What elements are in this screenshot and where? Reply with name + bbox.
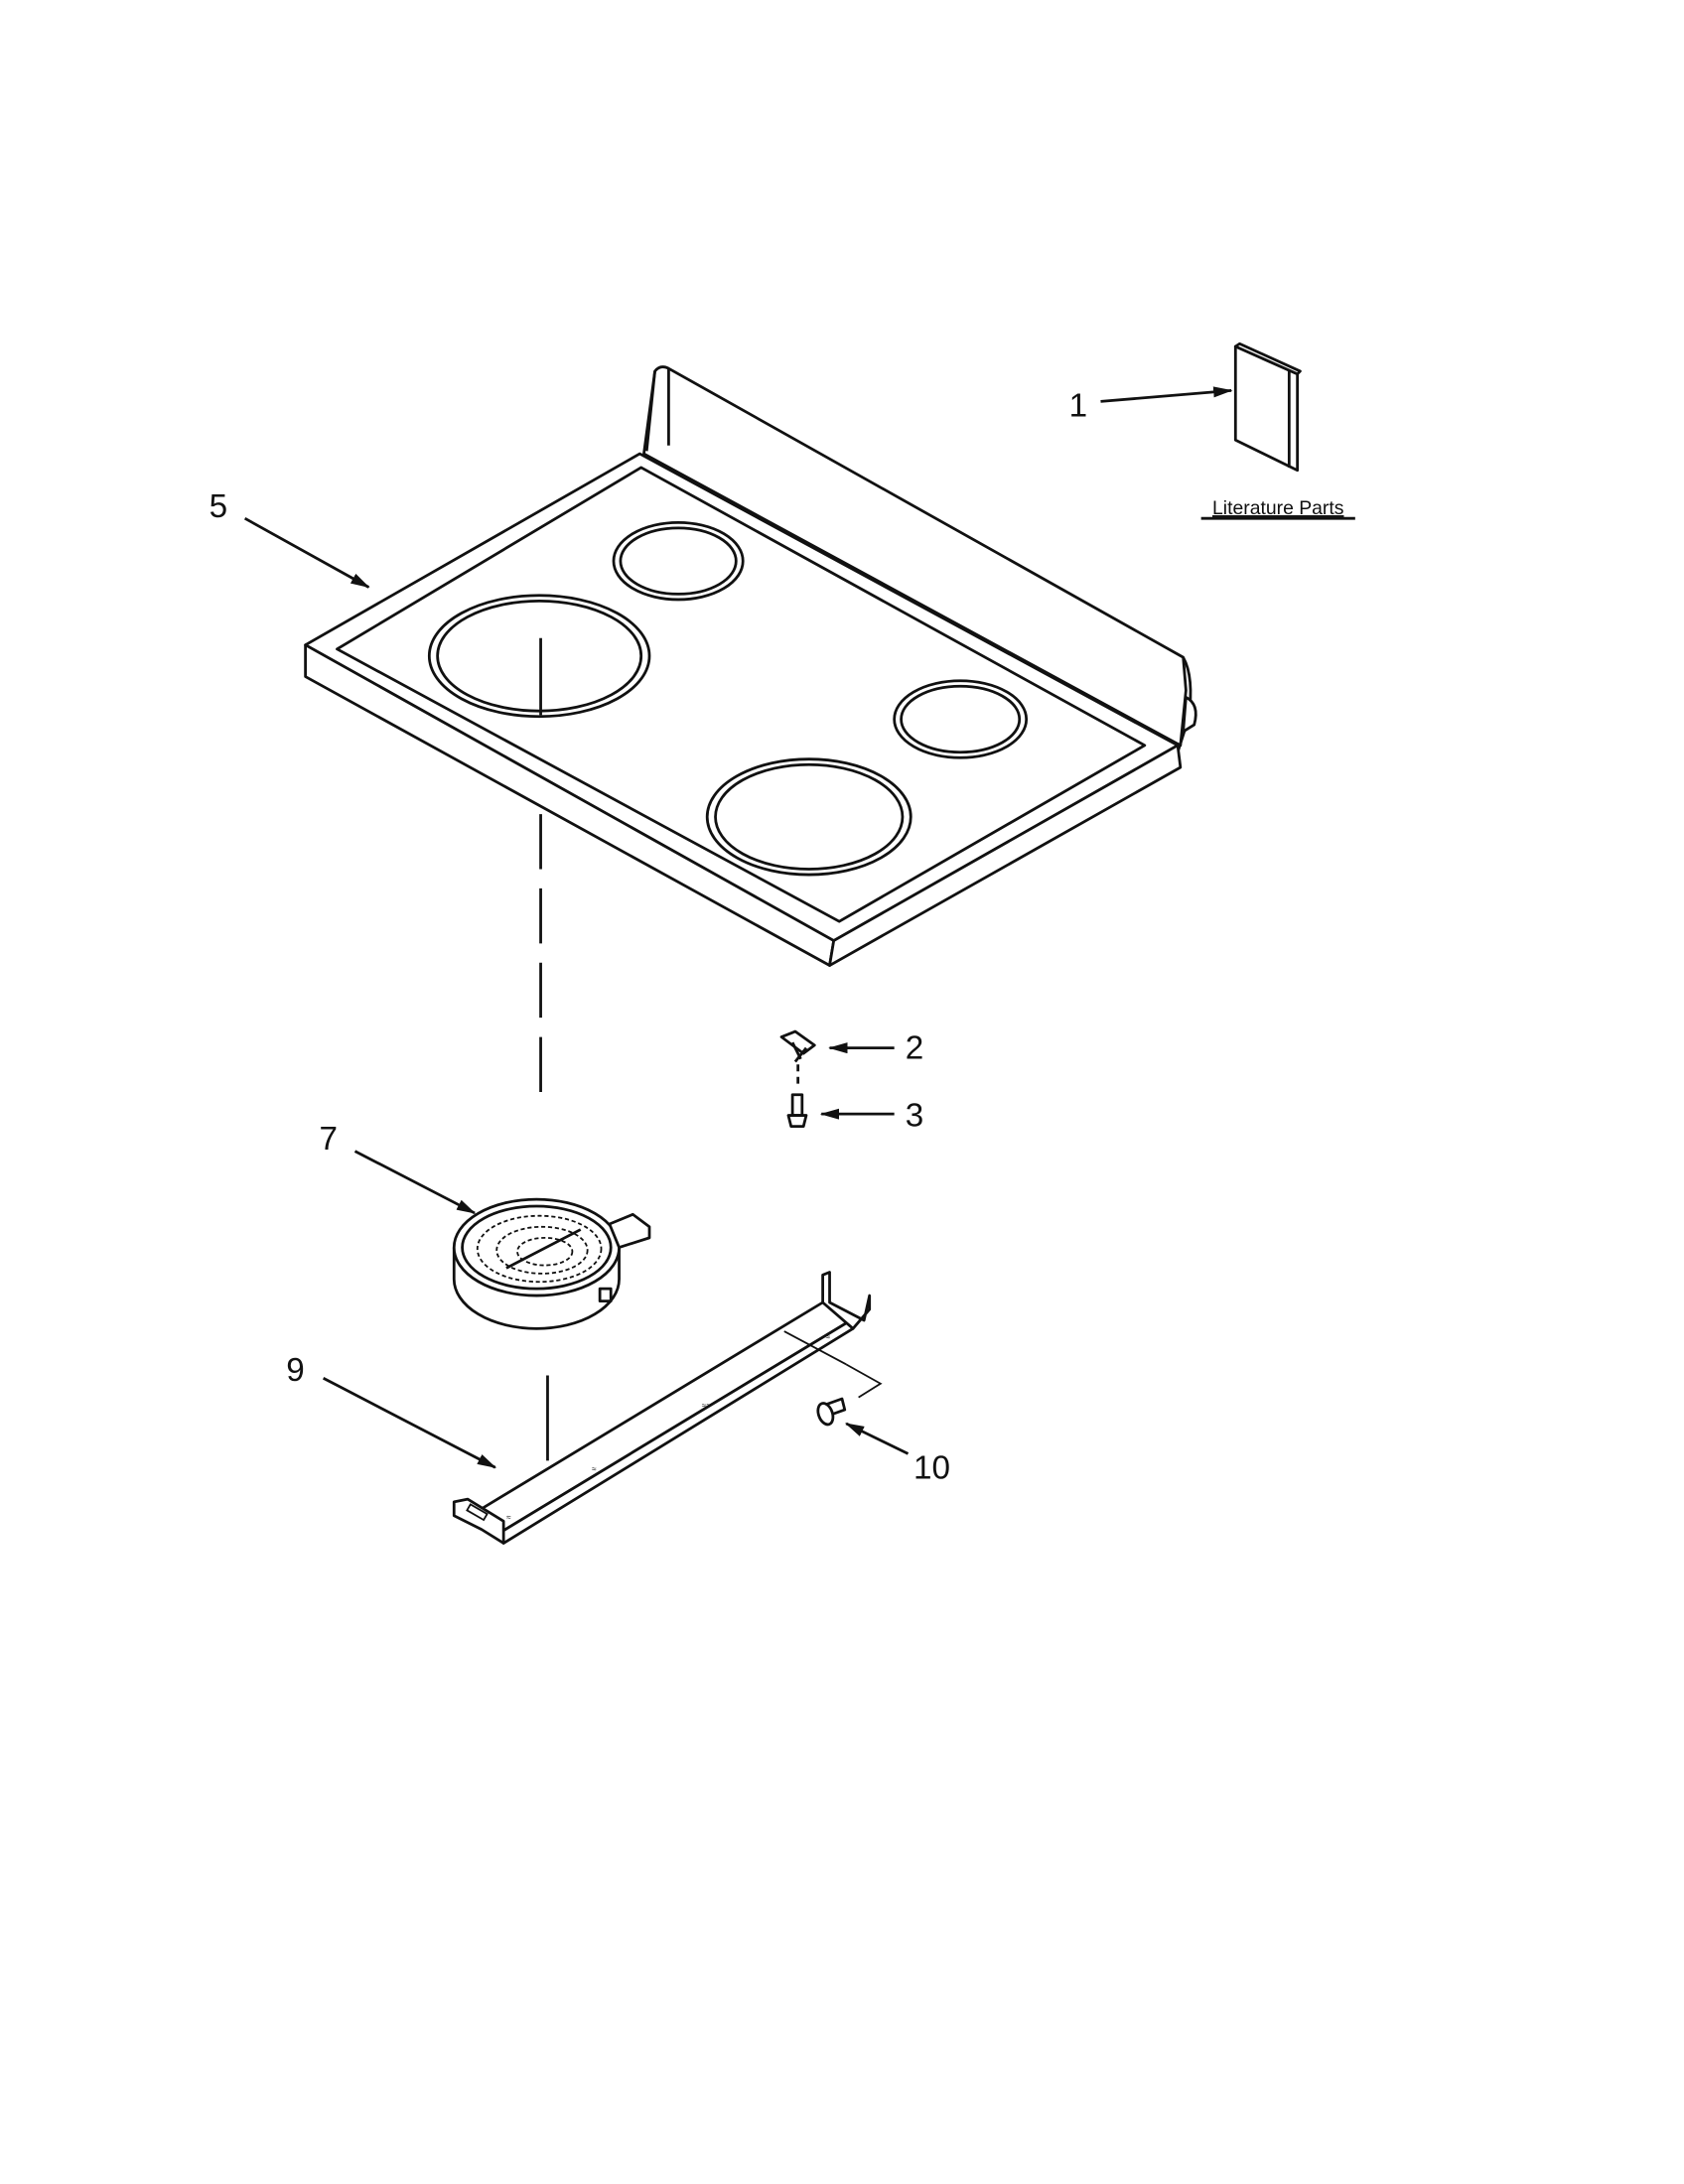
radiant-element: [452, 1197, 651, 1330]
svg-text:≈: ≈: [592, 1463, 597, 1473]
screw: [816, 1397, 847, 1427]
callout-3: 3: [906, 1098, 924, 1135]
leader-arrow-1: [1100, 386, 1233, 403]
literature-parts-label: Literature Parts: [1212, 497, 1343, 519]
callout-9: 9: [286, 1352, 305, 1389]
leader-arrow-7: [353, 1150, 477, 1215]
callout-1: 1: [1069, 388, 1088, 425]
burner-left-large: [427, 594, 651, 719]
cooktop: [304, 365, 1197, 967]
leader-arrow-10: [844, 1422, 910, 1455]
clip: [779, 1029, 816, 1084]
svg-text:≈: ≈: [506, 1512, 511, 1522]
callout-7: 7: [319, 1121, 338, 1158]
leader-arrow-5: [243, 516, 370, 589]
literature-booklet: [1233, 341, 1302, 473]
burner-front-large: [705, 757, 912, 877]
burner-back-small: [612, 520, 745, 602]
callout-10: 10: [913, 1449, 950, 1486]
burner-right-small: [893, 679, 1029, 759]
screw: [786, 1093, 808, 1129]
leader-arrow-9: [322, 1376, 497, 1469]
bracket: ≈ ≈≈ ≈ ≈: [452, 1271, 883, 1545]
callout-5: 5: [210, 488, 227, 525]
svg-text:≈≈: ≈≈: [702, 1401, 712, 1411]
svg-text:≈: ≈: [825, 1331, 830, 1341]
callout-2: 2: [906, 1030, 924, 1067]
